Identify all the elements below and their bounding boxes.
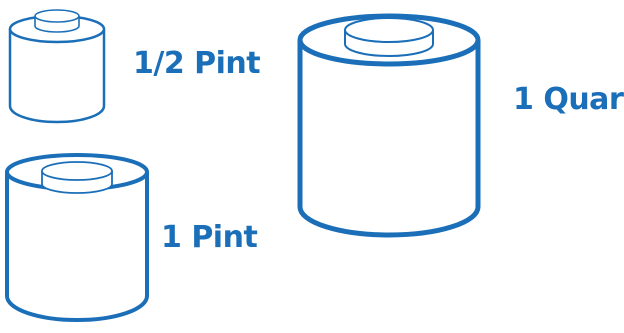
quart-can-icon [300, 16, 478, 235]
can-body [300, 40, 478, 235]
can-lid-top [35, 10, 79, 22]
pint-can-icon [7, 155, 147, 320]
can-body [7, 172, 147, 320]
quart-label: 1 Quart [513, 85, 624, 115]
can-lid-top [345, 18, 433, 42]
pint-label: 1 Pint [161, 223, 257, 253]
half-pint-can-icon [10, 10, 104, 122]
can-lid-top [42, 162, 112, 180]
half-pint-label: 1/2 Pint [133, 49, 260, 79]
